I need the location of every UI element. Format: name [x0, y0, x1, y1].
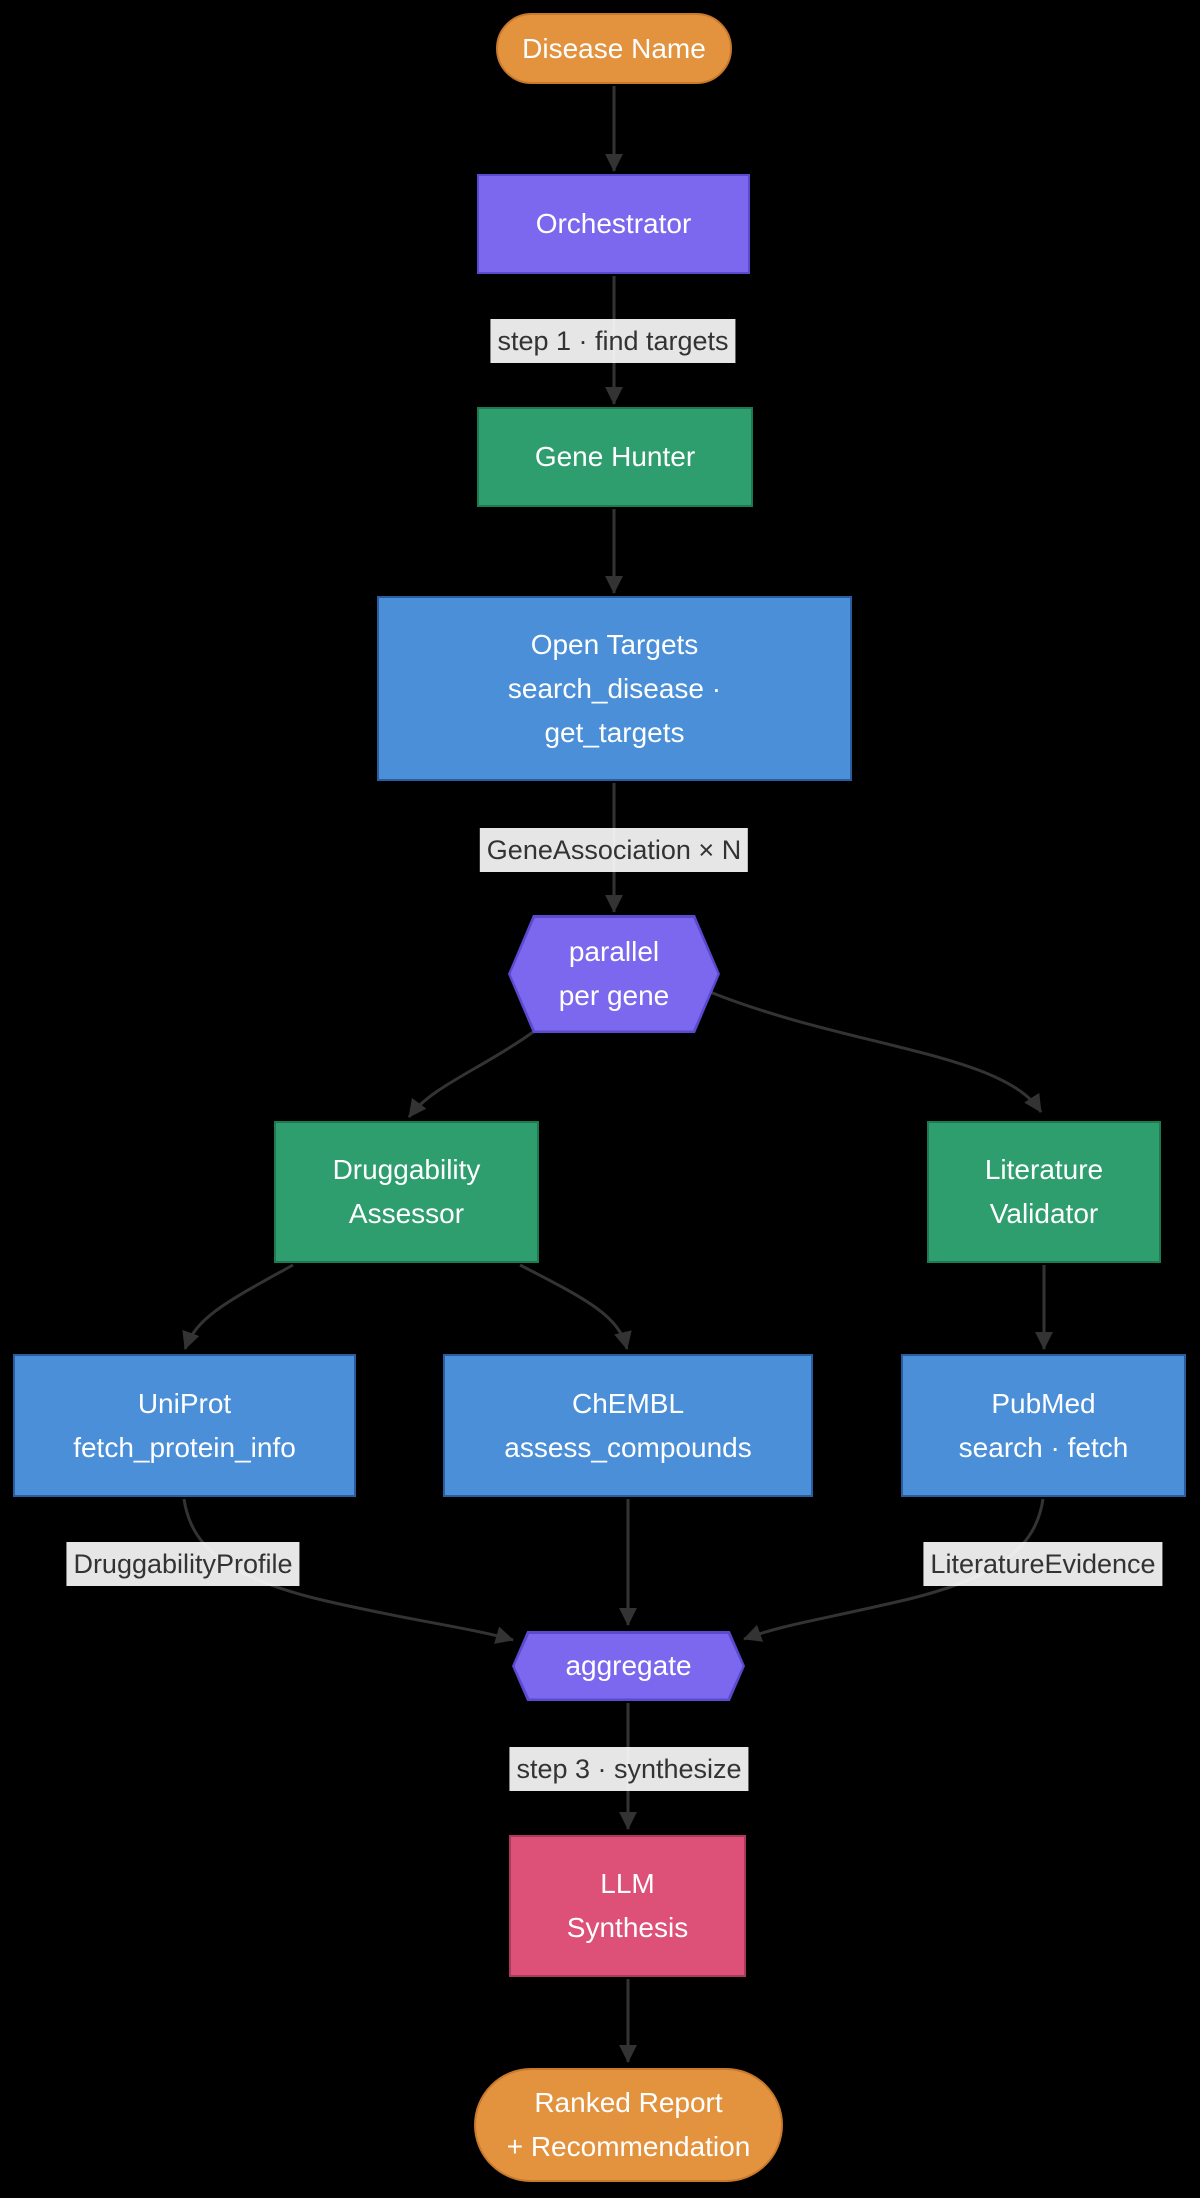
edge-pubmed-to-aggregate: [743, 1498, 1045, 1642]
node-label-line: search · fetch: [958, 1431, 1129, 1463]
node-label-line: Open Targets: [530, 628, 699, 660]
node-label-line: Ranked Report: [534, 2087, 723, 2118]
edge-uniprot-to-aggregate: [182, 1498, 514, 1644]
node-label-line: Validator: [989, 1198, 1099, 1229]
node-label-line: Assessor: [348, 1198, 465, 1229]
node-label-line: per gene: [558, 980, 670, 1011]
node-label-line: LLM: [600, 1868, 655, 1899]
node-label: Disease Name: [522, 32, 706, 64]
node-label-line: PubMed: [991, 1387, 1096, 1419]
node-label: Orchestrator: [535, 208, 692, 239]
node-parallel-per-gene: parallel per gene: [508, 915, 720, 1033]
edge-label-gene-association: GeneAssociation × N: [479, 828, 749, 872]
node-literature-validator: Literature Validator: [927, 1121, 1161, 1263]
edge-parallel-to-druggability: [407, 1028, 537, 1118]
node-label-line: fetch_protein_info: [73, 1431, 296, 1463]
node-label-line: Synthesis: [566, 1912, 689, 1943]
edge-label-literature-evidence: LiteratureEvidence: [923, 1542, 1163, 1586]
edge-label-druggability-profile: DruggabilityProfile: [66, 1542, 300, 1586]
node-pubmed: PubMed search · fetch: [901, 1354, 1186, 1497]
edge-label-step1: step 1 · find targets: [490, 319, 736, 363]
node-label-line: parallel: [568, 936, 660, 967]
node-open-targets: Open Targets search_disease · get_target…: [377, 596, 852, 781]
node-orchestrator: Orchestrator: [477, 174, 750, 274]
edge-druggability-to-uniprot: [182, 1263, 294, 1350]
edge-druggability-to-chembl: [519, 1263, 632, 1350]
node-label-line: assess_compounds: [504, 1431, 752, 1463]
node-uniprot: UniProt fetch_protein_info: [13, 1354, 356, 1497]
hexagon-fill: aggregate: [514, 1633, 743, 1699]
hexagon-fill: parallel per gene: [510, 917, 718, 1031]
edge-label-step3: step 3 · synthesize: [509, 1747, 749, 1791]
node-label-line: get_targets: [544, 716, 685, 748]
edge-parallel-to-literature: [709, 990, 1043, 1113]
node-label-line: search_disease ·: [507, 672, 722, 704]
node-label-line: UniProt: [137, 1387, 232, 1419]
node-label-line: + Recommendation: [506, 2131, 751, 2162]
node-gene-hunter: Gene Hunter: [477, 407, 753, 507]
node-ranked-report: Ranked Report + Recommendation: [474, 2068, 783, 2182]
node-disease-name: Disease Name: [496, 13, 732, 84]
node-label-line: ChEMBL: [571, 1387, 685, 1419]
node-druggability-assessor: Druggability Assessor: [274, 1121, 539, 1263]
node-llm-synthesis: LLM Synthesis: [509, 1835, 746, 1977]
node-label-line: Literature: [984, 1154, 1104, 1185]
node-chembl: ChEMBL assess_compounds: [443, 1354, 813, 1497]
node-label: aggregate: [565, 1650, 692, 1681]
node-label: Gene Hunter: [534, 441, 696, 472]
node-aggregate: aggregate: [512, 1631, 745, 1701]
node-label-line: Druggability: [332, 1154, 481, 1185]
